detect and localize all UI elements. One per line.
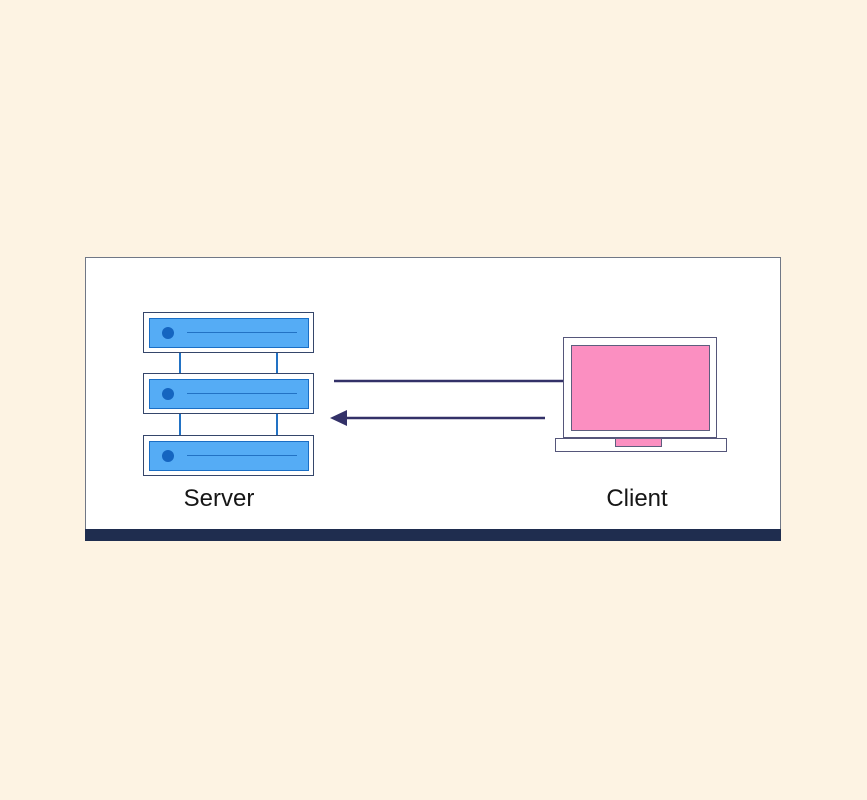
server-connector-line [276,414,278,435]
server-unit-panel [148,440,309,471]
server-connector-line [276,353,278,373]
laptop-notch [615,437,662,447]
server-unit-panel [148,378,309,409]
server-unit [143,373,314,414]
server-connector-line [179,414,181,435]
diagram-card: Server Client [85,257,781,541]
server-led-icon [161,326,174,339]
client-label: Client [606,485,668,512]
laptop-screen [570,344,710,431]
server-slot-line [186,331,297,334]
server-slot-line [186,454,297,457]
server-unit [143,435,314,476]
server-slot-line [186,392,297,395]
card-bottom-bar [85,529,781,541]
server-connector-line [179,353,181,373]
laptop-icon [563,337,717,438]
server-led-icon [161,387,174,400]
response-arrow [330,410,545,426]
server-unit-panel [148,317,309,348]
laptop-base [555,437,727,452]
server-led-icon [161,449,174,462]
server-label: Server [183,485,255,512]
server-stack-icon [143,312,314,477]
server-unit [143,312,314,353]
